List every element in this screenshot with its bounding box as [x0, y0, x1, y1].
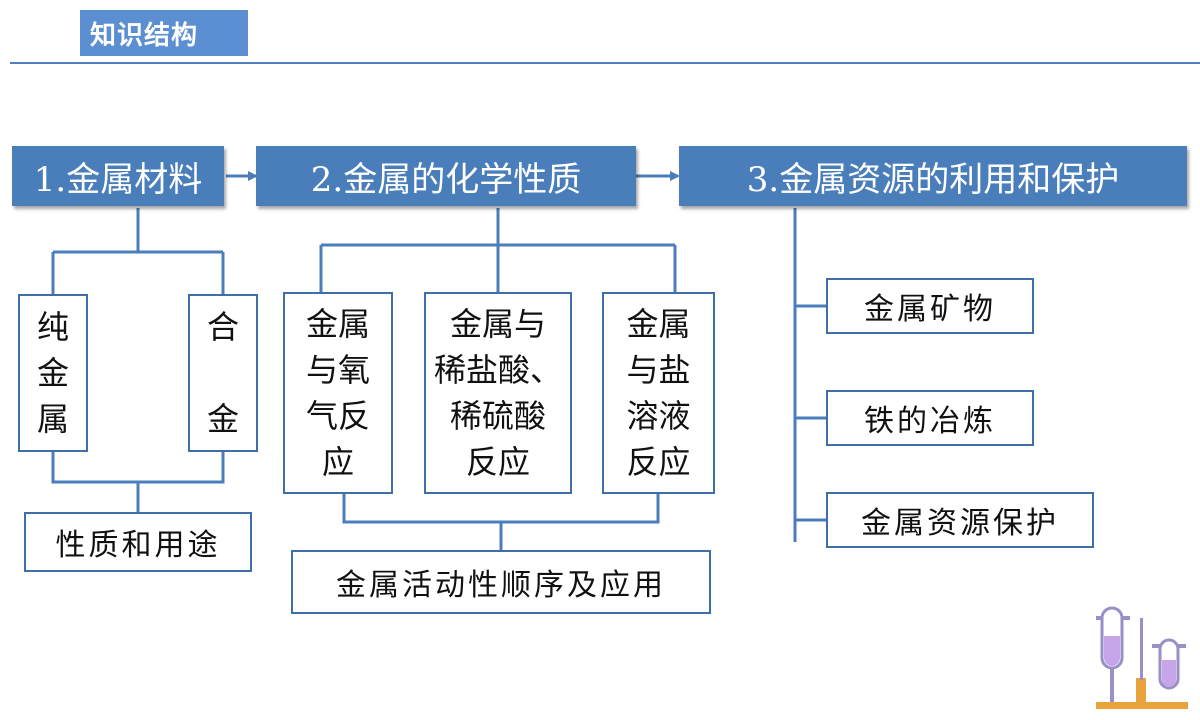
header-divider	[10, 62, 1200, 64]
box-alloy: 合 金	[188, 294, 258, 452]
box-metal-acid-reaction: 金属与 稀盐酸、 稀硫酸 反应	[424, 292, 572, 494]
test-tube-rack-icon	[1096, 606, 1188, 709]
metal-salt-label: 金属 与盐 溶液 反应	[626, 305, 691, 481]
activity-series-label: 金属活动性顺序及应用	[336, 568, 666, 603]
box-activity-series: 金属活动性顺序及应用	[291, 550, 711, 614]
pure-metal-label: 纯 金 属	[36, 308, 69, 438]
iron-smelting-label: 铁的冶炼	[864, 404, 996, 439]
box-metal-ores: 金属矿物	[826, 278, 1034, 334]
tree-chemical-top	[319, 208, 677, 292]
box-resource-protection: 金属资源保护	[826, 492, 1094, 548]
node-chemical-properties: 2.金属的化学性质	[256, 146, 636, 206]
node-metal-materials: 1.金属材料	[12, 146, 224, 206]
alloy-label: 合 金	[206, 308, 239, 438]
box-metal-salt-reaction: 金属 与盐 溶液 反应	[602, 292, 715, 494]
tree-materials-top	[51, 208, 225, 294]
box-pure-metal: 纯 金 属	[18, 294, 88, 452]
metal-ores-label: 金属矿物	[864, 292, 996, 327]
box-properties-uses: 性质和用途	[24, 512, 252, 572]
resource-protection-label: 金属资源保护	[861, 506, 1059, 541]
tree-resources	[793, 208, 826, 542]
tree-chemical-bottom	[342, 494, 660, 550]
metal-oxygen-label: 金属 与氧 气反 应	[305, 305, 370, 481]
node-resource-use-protection: 3.金属资源的利用和保护	[679, 146, 1187, 206]
section-title: 知识结构	[80, 10, 248, 56]
metal-acid-label: 金属与 稀盐酸、 稀硫酸 反应	[433, 305, 562, 481]
box-iron-smelting: 铁的冶炼	[826, 390, 1034, 446]
tree-materials-bottom	[51, 452, 225, 512]
properties-uses-label: 性质和用途	[55, 528, 221, 563]
box-metal-oxygen-reaction: 金属 与氧 气反 应	[283, 292, 393, 494]
